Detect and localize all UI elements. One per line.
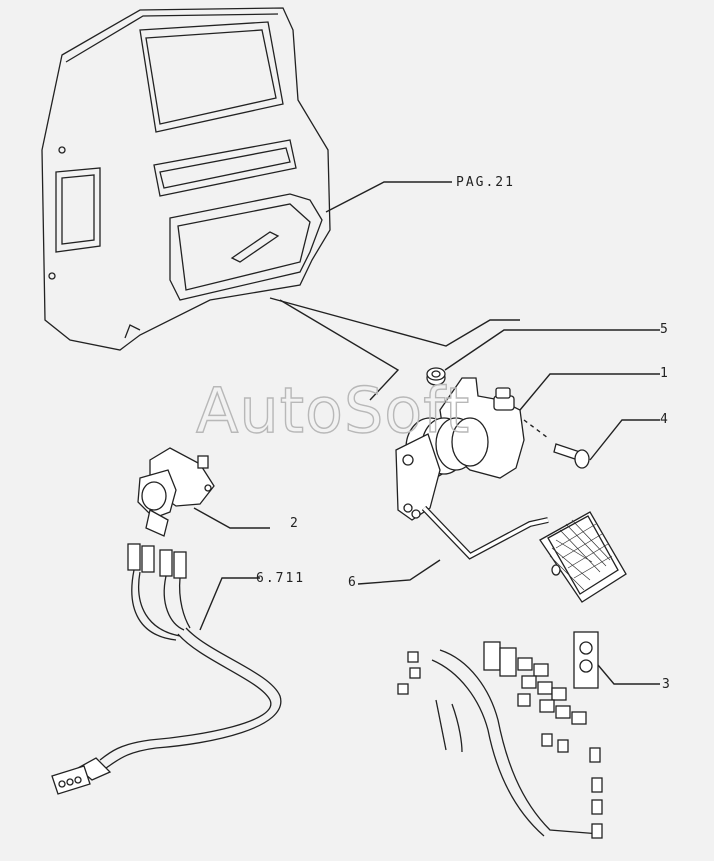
cab-panel bbox=[41, 7, 331, 351]
harness-left bbox=[51, 543, 282, 795]
sensor-switch bbox=[137, 447, 215, 537]
pedal-assembly bbox=[395, 377, 627, 603]
watermark-text: AutoSoft bbox=[196, 374, 470, 447]
callout-6-711: 6.711 bbox=[256, 571, 305, 586]
callout-3: 3 bbox=[662, 677, 672, 692]
callout-pag-21: PAG.21 bbox=[456, 175, 515, 190]
callout-2: 2 bbox=[290, 516, 300, 531]
callout-4: 4 bbox=[660, 412, 670, 427]
callout-6: 6 bbox=[348, 575, 358, 590]
nut-part bbox=[426, 367, 446, 386]
callout-5: 5 bbox=[660, 322, 670, 337]
callout-1: 1 bbox=[660, 366, 670, 381]
relay-harness bbox=[397, 631, 603, 839]
leader-lines bbox=[193, 181, 660, 685]
bolt-part bbox=[553, 443, 590, 469]
